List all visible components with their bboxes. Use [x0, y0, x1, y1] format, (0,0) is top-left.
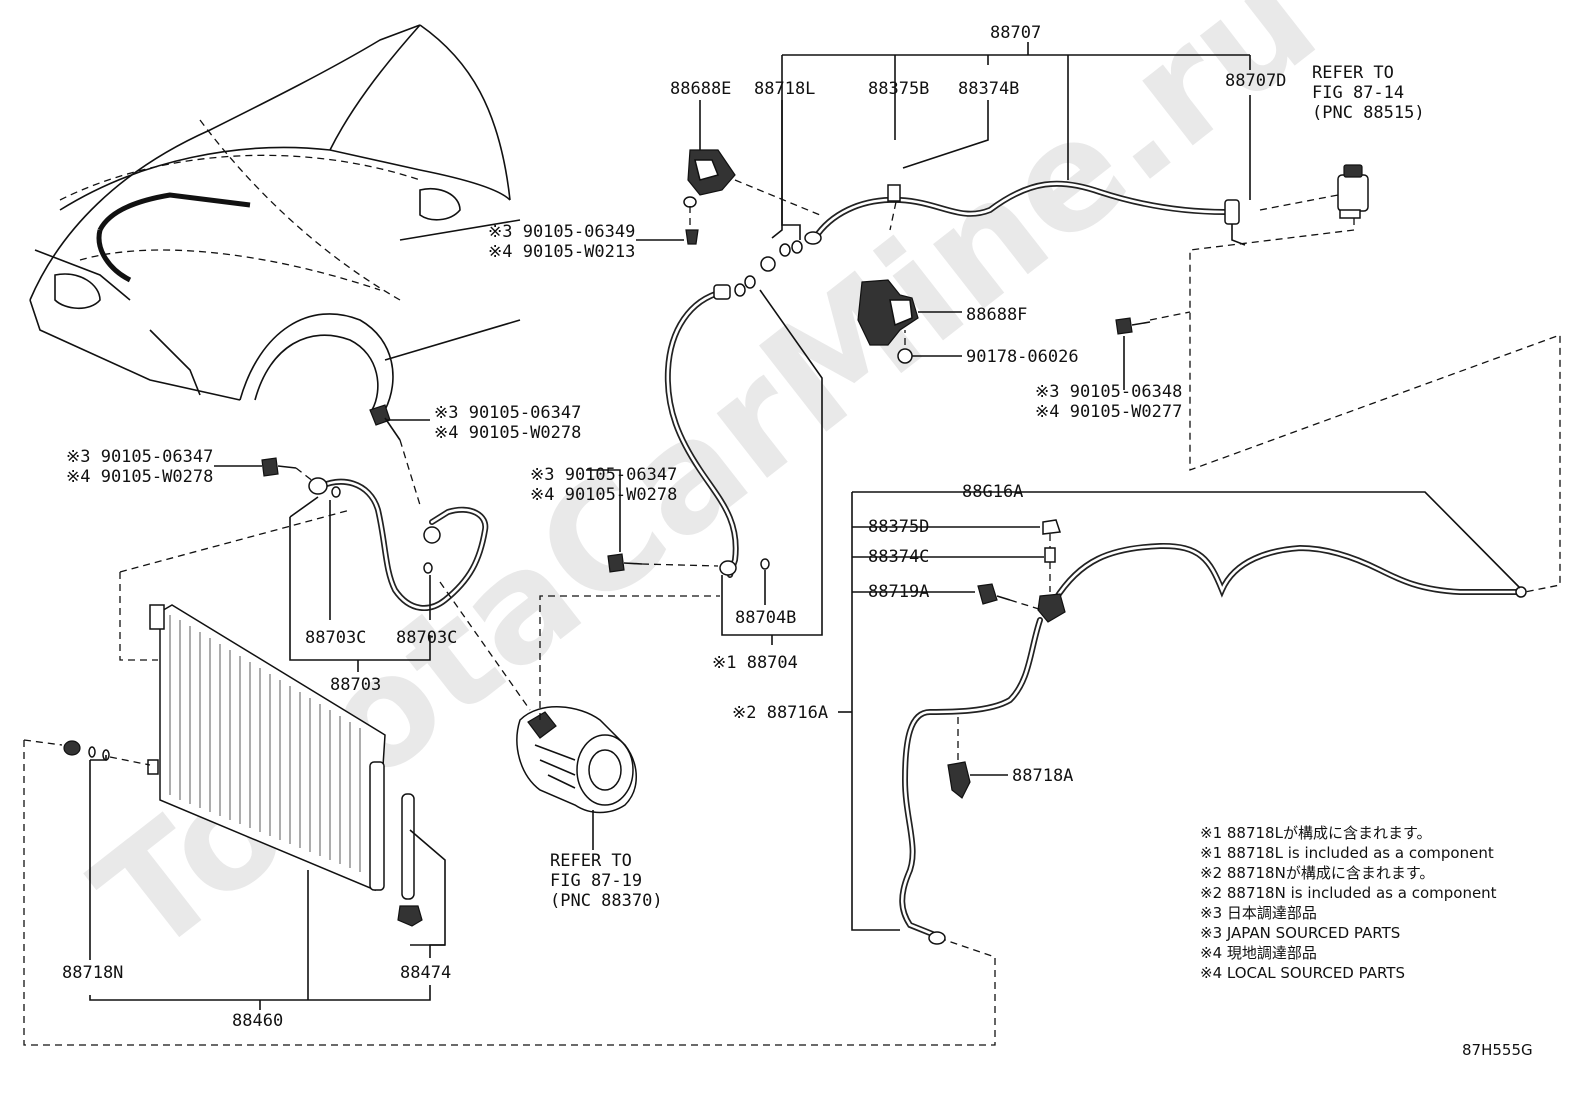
note-3-jp: ※3 日本調達部品: [1200, 904, 1317, 922]
condenser: [147, 604, 386, 892]
label-88460: 88460: [232, 1011, 283, 1031]
discharge-hose-88704: [664, 240, 803, 578]
label-bolt-90105-W0278-c: ※4 90105-W0278: [530, 485, 677, 505]
ref-87-19-line1: REFER TO: [550, 851, 632, 871]
label-bolt-90105-06347-b: ※3 90105-06347: [66, 447, 213, 467]
label-bolt-90105-W0278-b: ※4 90105-W0278: [66, 467, 213, 487]
label-88374B: 88374B: [958, 79, 1019, 99]
hose-88703: [308, 477, 489, 612]
label-88718A: 88718A: [1012, 766, 1073, 786]
label-88474: 88474: [400, 963, 451, 983]
vehicle-outline: [29, 24, 521, 411]
note-1-jp: ※1 88718Lが構成に含まれます。: [1200, 824, 1431, 842]
label-bolt-90105-W0277: ※4 90105-W0277: [1035, 402, 1182, 422]
label-bolt-90105-06348: ※3 90105-06348: [1035, 382, 1182, 402]
pressure-part-87-14: [1337, 164, 1369, 219]
label-bolt-90105-W0213: ※4 90105-W0213: [488, 242, 635, 262]
ref-87-19-line2: FIG 87-19: [550, 871, 642, 891]
label-88374C: 88374C: [868, 547, 929, 567]
figure-code: 87H555G: [1462, 1041, 1533, 1059]
label-88707D: 88707D: [1225, 71, 1286, 91]
label-88703C-left: 88703C: [305, 628, 366, 648]
label-88719A: 88719A: [868, 582, 929, 602]
label-88375D: 88375D: [868, 517, 929, 537]
label-88G16A: 88G16A: [962, 482, 1023, 502]
ref-87-14-line3: (PNC 88515): [1312, 103, 1425, 123]
desiccant-88474: [397, 793, 423, 927]
label-88716A: ※2 88716A: [732, 703, 828, 723]
note-3-en: ※3 JAPAN SOURCED PARTS: [1200, 924, 1400, 942]
label-bolt-90105-06347-a: ※3 90105-06347: [434, 403, 581, 423]
bolts: [261, 317, 1151, 605]
label-88688E: 88688E: [670, 79, 731, 99]
ref-87-14-line2: FIG 87-14: [1312, 83, 1404, 103]
liquid-tube-88716A: [899, 519, 1527, 945]
notes-legend: ※1 88718Lが構成に含まれます。 ※1 88718L is include…: [1200, 824, 1497, 982]
compressor: [516, 706, 637, 814]
label-88703C-right: 88703C: [396, 628, 457, 648]
label-88707: 88707: [990, 23, 1041, 43]
label-bolt-90105-06349: ※3 90105-06349: [488, 222, 635, 242]
leader-lines: [89, 42, 1521, 1010]
label-88718L: 88718L: [754, 79, 815, 99]
label-90178-06026: 90178-06026: [966, 347, 1079, 367]
note-2-jp: ※2 88718Nが構成に含まれます。: [1200, 864, 1434, 882]
label-88704B: 88704B: [735, 608, 796, 628]
label-88718N: 88718N: [62, 963, 123, 983]
label-bolt-90105-W0278-a: ※4 90105-W0278: [434, 423, 581, 443]
note-2-en: ※2 88718N is included as a component: [1200, 884, 1497, 902]
label-88375B: 88375B: [868, 79, 929, 99]
dashed-lines: [23, 179, 1561, 1046]
suction-pipe-88707: [804, 180, 1246, 246]
clamp-88688E: [683, 149, 736, 245]
note-1-en: ※1 88718L is included as a component: [1200, 844, 1494, 862]
ref-87-14-line1: REFER TO: [1312, 63, 1394, 83]
label-bolt-90105-06347-c: ※3 90105-06347: [530, 465, 677, 485]
parts-88718N: [63, 740, 110, 761]
label-88704: ※1 88704: [712, 653, 798, 673]
label-88688F: 88688F: [966, 305, 1027, 325]
label-88703: 88703: [330, 675, 381, 695]
part-labels: 88707 88688E 88718L 88375B 88374B 88707D…: [62, 23, 1425, 1031]
clamp-88688F: [857, 279, 919, 364]
ref-87-19-line3: (PNC 88370): [550, 891, 663, 911]
note-4-en: ※4 LOCAL SOURCED PARTS: [1200, 964, 1405, 982]
note-4-jp: ※4 現地調達部品: [1200, 944, 1317, 962]
